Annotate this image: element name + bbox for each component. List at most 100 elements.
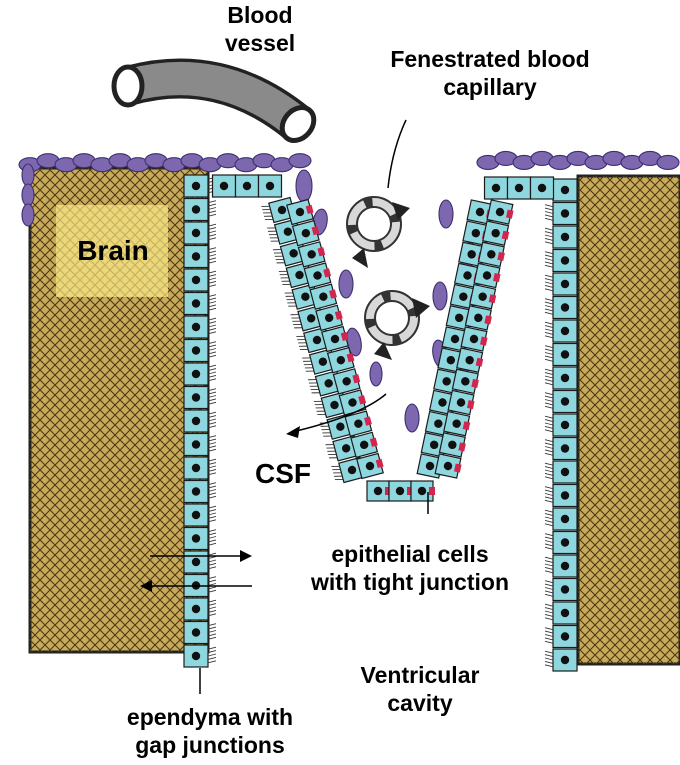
choroid-epithelium-right-inner (465, 306, 493, 331)
ependymal-cell-left-nucleus (192, 276, 200, 284)
ependymal-cell-right-microvillus (545, 467, 553, 469)
ependymal-cell-right-microvillus (545, 326, 553, 328)
ependymal-cell-right-nucleus (561, 280, 569, 288)
ependymal-cell-right-nucleus (561, 656, 569, 664)
ependymal-cell-right-microvillus (545, 383, 553, 385)
choroid-epithelium-left-outer-microvillus (335, 477, 343, 481)
ependymal-cell-right-microvillus (545, 594, 553, 596)
choroid-epithelium-left-outer-microvillus (268, 229, 276, 233)
choroid-epithelium-left-outer-microvillus (291, 313, 299, 317)
ependymal-cell-right-microvillus (545, 487, 553, 489)
ependymal-cell-top-left-nucleus (243, 182, 251, 190)
ependymal-cell-left-nucleus (192, 393, 200, 401)
choroid-epithelium-bottom (367, 481, 391, 501)
ependymal-cell-right (545, 203, 577, 225)
ependymal-cell-right-nucleus (561, 515, 569, 523)
ependymal-cell-left-nucleus (192, 229, 200, 237)
choroid-epithelium-left-outer-microvillus (273, 248, 281, 252)
ependymal-cell-right-nucleus (561, 444, 569, 452)
ependymal-cell-right-microvillus (545, 416, 553, 418)
ependymal-cell-right-microvillus (545, 289, 553, 291)
label-fenestrated-capillary: Fenestrated blood capillary (340, 46, 640, 101)
ependymal-cell-right-nucleus (561, 397, 569, 405)
ependymal-cell-right-microvillus (545, 490, 553, 492)
ependymal-cell-left (184, 175, 216, 197)
ependymal-cell-right-microvillus (545, 406, 553, 408)
ependymal-cell-right-microvillus (545, 275, 553, 277)
ependymal-cell-right-microvillus (545, 306, 553, 308)
choroid-epithelium-left-outer-microvillus (315, 403, 323, 407)
ependymal-cell-left (184, 340, 216, 362)
ependymal-cell-right (545, 320, 577, 342)
ependymal-cell-left (184, 504, 216, 526)
ependymal-cell-left-nucleus (192, 346, 200, 354)
label-blood-vessel-line1: Blood (190, 2, 330, 30)
ependymal-cell-right-microvillus (545, 443, 553, 445)
ependymal-cell-right (545, 344, 577, 366)
ependymal-cell-top-left (213, 175, 236, 197)
ependymal-cell-top-right-nucleus (538, 184, 546, 192)
ependymal-cell-right-microvillus (545, 282, 553, 284)
ependymal-cell-right-microvillus (545, 618, 553, 620)
ependymal-cell-left (184, 645, 216, 667)
ependymal-cell-right-microvillus (545, 591, 553, 593)
choroid-epithelium-right-inner (444, 412, 472, 437)
choroid-epithelium-left-outer-microvillus (304, 363, 312, 367)
surface-cell-edge (22, 204, 34, 226)
ependymal-cell-right-microvillus (545, 571, 553, 573)
ependymal-cell-left-nucleus (192, 605, 200, 613)
ependymal-cell-right-nucleus (561, 632, 569, 640)
ependymal-cell-right-nucleus (561, 256, 569, 264)
ependymal-cell-right-microvillus (545, 477, 553, 479)
blood-vessel (114, 67, 320, 147)
ependymal-cell-left (184, 269, 216, 291)
ependymal-cell-right (545, 555, 577, 577)
ependymal-cell-left (184, 222, 216, 244)
ependymal-cell-right-microvillus (545, 584, 553, 586)
choroid-epithelium-left-outer-microvillus (264, 214, 272, 218)
ependymal-cell-left-microvillus (208, 661, 216, 663)
ependymal-cell-right-microvillus (545, 423, 553, 425)
choroid-epithelium-left-outer-microvillus (287, 301, 295, 305)
ependymal-cell-right-microvillus (545, 497, 553, 499)
ependymal-cell-right (545, 250, 577, 272)
ependymal-cell-right (545, 626, 577, 648)
ependymal-cell-left (184, 410, 216, 432)
ependymal-cell-right-microvillus (545, 218, 553, 220)
choroid-epithelium-bottom-nucleus (418, 487, 426, 495)
choroid-epithelium-left-outer-microvillus (328, 453, 336, 457)
ependymal-cell-left-nucleus (192, 182, 200, 190)
blood-cell (433, 282, 447, 310)
choroid-epithelium-left-outer-microvillus (302, 356, 310, 360)
ependymal-cell-right-microvillus (545, 205, 553, 207)
choroid-epithelium-left-outer-microvillus (291, 316, 299, 320)
ependymal-cell-right (545, 414, 577, 436)
ependymal-cell-top-left (236, 175, 259, 197)
ependymal-cell-right-microvillus (545, 359, 553, 361)
ependymal-cell-right-microvillus (545, 588, 553, 590)
ependymal-cell-right-microvillus (545, 581, 553, 583)
ependymal-cell-right-microvillus (545, 450, 553, 452)
brain-tissue-right-hatch (578, 176, 680, 664)
ependymal-cell-right-microvillus (545, 537, 553, 539)
ependymal-cell-right-microvillus (545, 473, 553, 475)
ependymal-cell-left-nucleus (192, 323, 200, 331)
ependymal-cell-right-microvillus (545, 561, 553, 563)
ependymal-cell-left (184, 387, 216, 409)
choroid-epithelium-left-outer-microvillus (276, 258, 284, 262)
csf-arrow-head (286, 426, 300, 438)
ependymal-cell-right-microvillus (545, 285, 553, 287)
surface-cell-edge (22, 164, 34, 186)
ependymal-cell-left-nucleus (192, 558, 200, 566)
choroid-epithelium-left-outer-microvillus (329, 456, 337, 460)
choroid-epithelium-left-outer-microvillus (271, 239, 279, 243)
choroid-epithelium-left-outer-microvillus (298, 341, 306, 345)
choroid-epithelium-left-outer-microvillus (303, 359, 311, 363)
ependymal-cell-right-microvillus (545, 628, 553, 630)
choroid-epithelium-left-outer-microvillus (311, 388, 319, 392)
ependymal-cell-left-microvillus (208, 657, 216, 659)
choroid-epithelium-left-outer-microvillus (280, 273, 288, 277)
ependymal-cell-left-nucleus (192, 417, 200, 425)
ependymal-cell-right-microvillus (545, 514, 553, 516)
ependymal-cell-right-microvillus (545, 665, 553, 667)
